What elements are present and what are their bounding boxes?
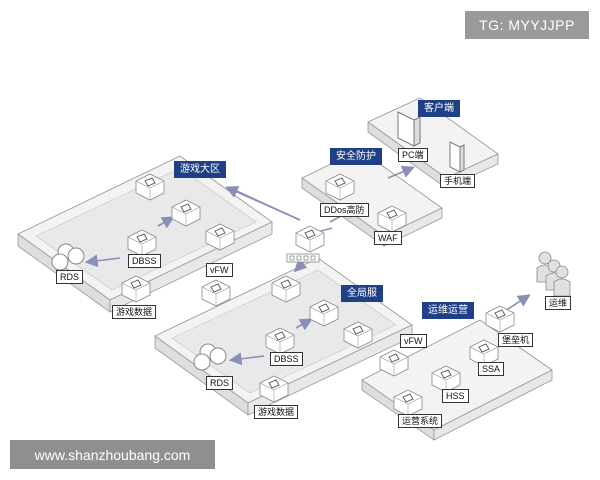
- node-label-rds-2: RDS: [206, 376, 234, 390]
- watermark-bottom: www.shanzhoubang.com: [10, 440, 215, 469]
- arrow-dbss-to-rds-2: [228, 352, 265, 366]
- node-label-mobile: 手机端: [440, 174, 476, 188]
- zone-label-security: 安全防护: [330, 148, 382, 165]
- zone-label-client: 客户端: [418, 100, 460, 117]
- node-label-dbss-2: DBSS: [270, 352, 303, 366]
- node-label-dbss-1: DBSS: [128, 254, 161, 268]
- node-label-waf: WAF: [374, 231, 402, 245]
- arrow-dbss-up-2: [295, 318, 313, 331]
- node-label-pc: PC端: [398, 148, 428, 162]
- admin-users-icon: [536, 251, 571, 297]
- arrow-security-to-client: [387, 165, 415, 179]
- node-label-rds-1: RDS: [56, 270, 84, 284]
- node-label-ssa: SSA: [478, 362, 505, 376]
- router-icon: [286, 225, 325, 263]
- zone-label-operations: 运维运营: [422, 302, 474, 319]
- pc-icon: [397, 111, 421, 147]
- node-label-ops: 运维: [545, 296, 572, 310]
- node-label-game-data-2: 游戏数据: [254, 405, 299, 419]
- rds-icon: [193, 343, 227, 371]
- zone-label-game-region: 游戏大区: [174, 161, 226, 178]
- node-label-vfw-1: vFW: [206, 263, 233, 277]
- node-label-hss: HSS: [442, 389, 469, 403]
- mobile-icon: [449, 141, 465, 173]
- node-label-vfw-2: vFW: [400, 334, 427, 348]
- node-label-ops-system: 运营系统: [398, 414, 443, 428]
- arrow-dbss-up-1: [157, 216, 175, 229]
- arrow-line-a: [229, 187, 301, 221]
- zone-label-global-server: 全局服: [341, 285, 383, 302]
- node-label-ddos: DDos高防: [320, 203, 369, 217]
- node-label-bastion: 堡垒机: [498, 333, 534, 347]
- node-label-game-data-1: 游戏数据: [112, 305, 157, 319]
- arrow-dbss-to-rds-1: [84, 254, 121, 268]
- watermark-top: TG: MYYJJPP: [465, 11, 589, 39]
- rds-icon: [51, 243, 85, 271]
